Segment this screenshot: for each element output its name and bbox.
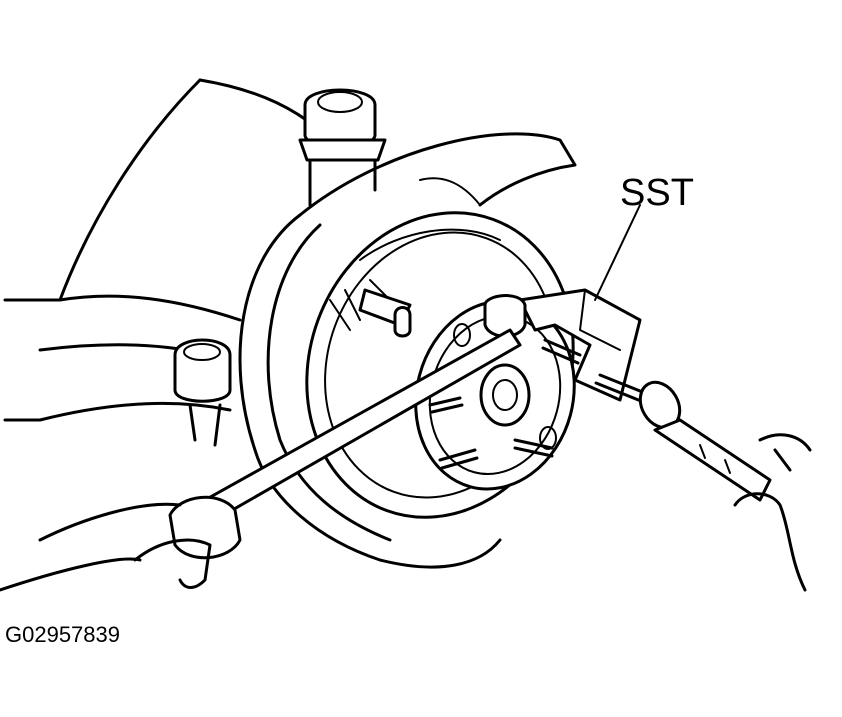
figure-code: G02957839 [5, 622, 120, 647]
sst-tool [483, 288, 682, 430]
dust-shield [238, 132, 577, 569]
sst-label: SST [620, 172, 694, 214]
sst-leader-line [594, 204, 641, 301]
vehicle-body-outline [3, 78, 332, 302]
right-hand [733, 433, 812, 592]
strut-bump-stop [298, 88, 387, 207]
hub-bolts [428, 338, 582, 470]
left-hand [0, 502, 212, 592]
wrench-handle-right [653, 418, 772, 502]
wrench-handle-left [168, 328, 522, 560]
ball-joint [173, 338, 232, 447]
